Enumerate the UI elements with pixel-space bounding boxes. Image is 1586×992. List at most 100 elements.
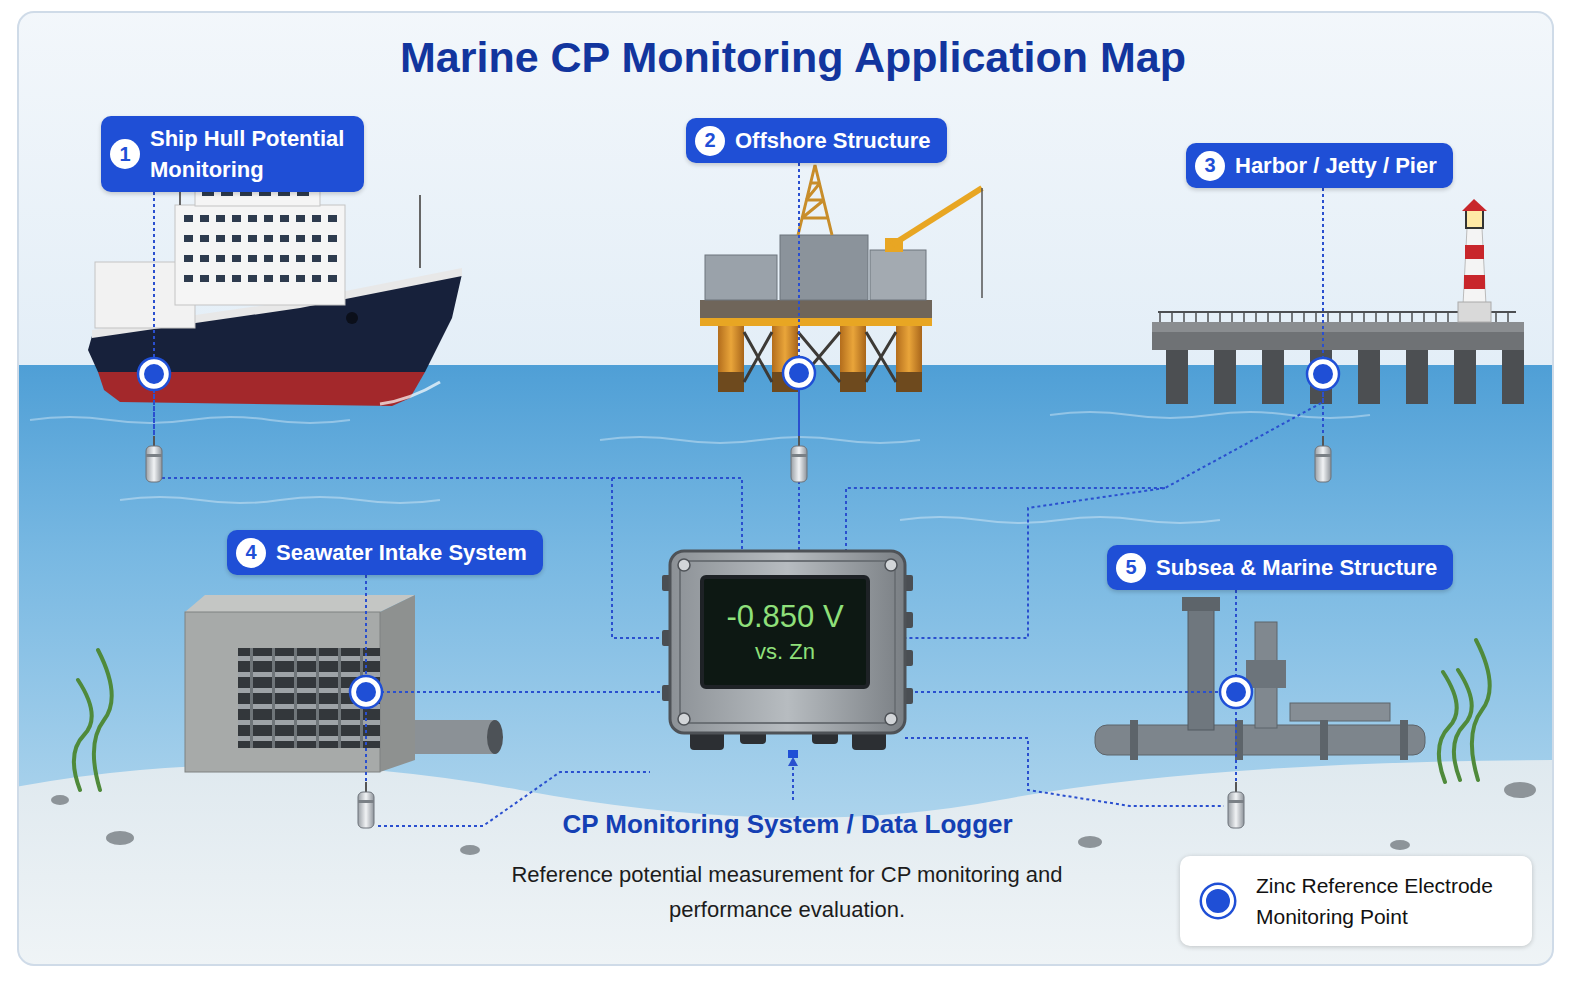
electrode-ring bbox=[1228, 800, 1244, 803]
ship-window bbox=[280, 235, 289, 242]
ship-window bbox=[248, 235, 257, 242]
intake-grille-bar bbox=[238, 656, 380, 661]
lighthouse-tower bbox=[1463, 228, 1486, 305]
pier-rail-post bbox=[1399, 312, 1401, 322]
ship-window bbox=[248, 215, 257, 222]
signal-wire bbox=[1235, 706, 1237, 790]
intake-grille-bar bbox=[294, 648, 297, 748]
pier-rail-post bbox=[1327, 312, 1329, 322]
callout-label: Subsea & Marine Structure bbox=[1156, 552, 1437, 583]
offshore-platform bbox=[700, 165, 982, 392]
subsea-flange bbox=[1400, 720, 1408, 760]
platform-deck bbox=[700, 300, 932, 320]
status-led bbox=[788, 750, 798, 758]
electrode-ring bbox=[1315, 454, 1331, 457]
lighthouse-lantern bbox=[1466, 210, 1483, 228]
monitoring-point-core bbox=[356, 682, 376, 702]
pier-pile bbox=[1502, 348, 1524, 404]
wave bbox=[900, 517, 1220, 523]
pier-pile bbox=[1310, 348, 1332, 404]
callout-number: 3 bbox=[1195, 151, 1225, 181]
monitoring-point bbox=[783, 357, 815, 389]
reference-unit: vs. Zn bbox=[755, 639, 815, 665]
monitoring-point-core bbox=[1226, 682, 1246, 702]
signal-cable bbox=[366, 575, 670, 692]
pier-pile bbox=[1166, 348, 1188, 404]
ship-window bbox=[216, 275, 225, 282]
platform-module bbox=[870, 250, 926, 300]
reference-electrode bbox=[146, 436, 162, 482]
pier-rail-post bbox=[1303, 312, 1305, 322]
housing-screw bbox=[885, 559, 897, 571]
ship-window bbox=[216, 215, 225, 222]
subsea-valve bbox=[1246, 660, 1286, 688]
callout-label: Harbor / Jetty / Pier bbox=[1235, 150, 1437, 181]
housing-screw bbox=[678, 713, 690, 725]
pier-rail-post bbox=[1375, 312, 1377, 322]
ship-window bbox=[184, 275, 193, 282]
ship-window bbox=[232, 275, 241, 282]
sea bbox=[18, 365, 1553, 965]
intake-grille-bar bbox=[316, 648, 319, 748]
ship-window bbox=[296, 255, 305, 262]
subsea-branch bbox=[1290, 703, 1390, 721]
pier-rail-post bbox=[1219, 312, 1221, 322]
platform-leg bbox=[896, 322, 922, 392]
housing-body bbox=[670, 551, 905, 733]
pier-rail-post bbox=[1159, 312, 1161, 322]
housing-lid bbox=[680, 561, 895, 723]
signal-cable bbox=[846, 188, 1323, 551]
reference-electrode bbox=[791, 436, 807, 482]
ship-window bbox=[200, 215, 209, 222]
pier-rail-post bbox=[1447, 312, 1449, 322]
pier-rail-post bbox=[1495, 312, 1497, 322]
scene bbox=[18, 12, 1553, 965]
platform-deck-band bbox=[700, 318, 932, 326]
caption: Reference potential measurement for CP m… bbox=[507, 857, 1067, 927]
pier-rail-post bbox=[1291, 312, 1293, 322]
seabed bbox=[18, 760, 1553, 965]
monitoring-point bbox=[350, 676, 382, 708]
ship-window bbox=[328, 275, 337, 282]
data-logger-housing bbox=[662, 551, 913, 758]
monitoring-point-core bbox=[789, 363, 809, 383]
ship-window bbox=[184, 235, 193, 242]
seaweed bbox=[1472, 640, 1490, 780]
intake-grille-bar bbox=[238, 736, 380, 741]
rock bbox=[1078, 836, 1102, 848]
legend: Zinc Reference Electrode Monitoring Poin… bbox=[1180, 856, 1532, 946]
pier-rail-post bbox=[1279, 312, 1281, 322]
pier-rail-post bbox=[1315, 312, 1317, 322]
pointer-arrowhead bbox=[788, 757, 798, 766]
wave bbox=[600, 437, 920, 443]
pier-rail-post bbox=[1351, 312, 1353, 322]
platform-leg-base bbox=[840, 372, 866, 392]
legend-item: Zinc Reference Electrode Monitoring Poin… bbox=[1202, 870, 1518, 932]
wave bbox=[120, 497, 440, 503]
rock bbox=[1390, 840, 1410, 850]
platform-leg bbox=[718, 322, 744, 392]
electrode-body bbox=[1315, 446, 1331, 482]
electrode-body bbox=[1228, 792, 1244, 828]
platform-leg bbox=[840, 322, 866, 392]
electrode-body bbox=[146, 446, 162, 482]
device-label: CP Monitoring System / Data Logger bbox=[562, 809, 1012, 840]
signal-wire bbox=[905, 738, 1224, 806]
pier-deck-top bbox=[1152, 322, 1524, 332]
potential-reading: -0.850 V bbox=[726, 599, 843, 635]
signal-wire bbox=[1322, 388, 1324, 440]
legend-text: Zinc Reference Electrode Monitoring Poin… bbox=[1256, 870, 1518, 932]
rock bbox=[460, 845, 480, 855]
ship-window bbox=[264, 275, 273, 282]
callout-box: 2Offshore Structure bbox=[686, 118, 947, 163]
platform-module bbox=[780, 235, 868, 300]
electrode-ring bbox=[791, 454, 807, 457]
ship-window bbox=[184, 215, 193, 222]
pier-rail-post bbox=[1363, 312, 1365, 322]
platform-leg-base bbox=[896, 372, 922, 392]
signal-cable bbox=[154, 192, 670, 638]
pier-pile bbox=[1214, 348, 1236, 404]
pier-rail-post bbox=[1267, 312, 1269, 322]
seaweed bbox=[94, 650, 112, 790]
